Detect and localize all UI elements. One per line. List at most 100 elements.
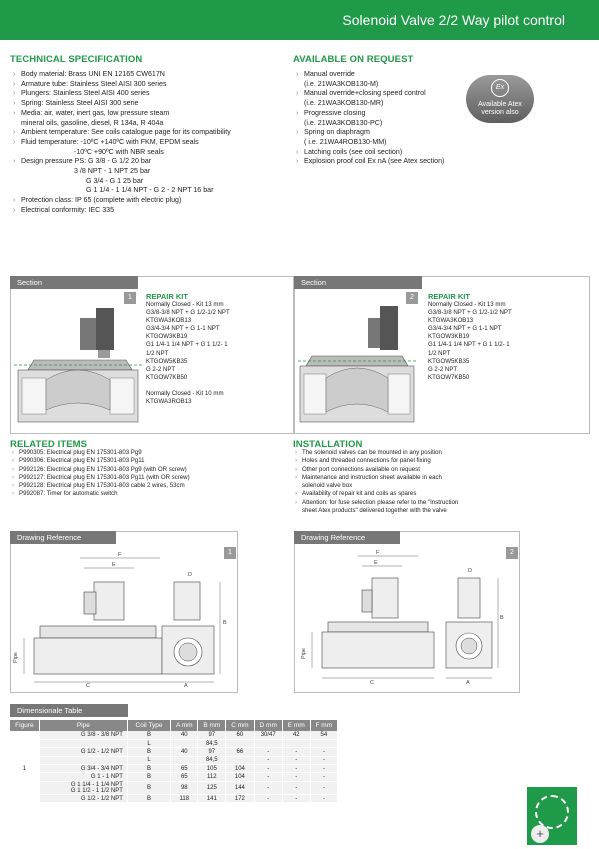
installation-item: Availability of repair kit and coils as … (294, 490, 584, 499)
tech-spec-item: Protection class: IP 65 (complete with e… (12, 196, 287, 206)
dim-cell-coil: B (127, 794, 172, 804)
dim-figure-cell (10, 781, 40, 795)
tech-spec-title: TECHNICAL SPECIFICATION (10, 54, 143, 65)
header-bar: Solenoid Valve 2/2 Way pilot control (0, 0, 599, 40)
dim-cell-a: 40 (170, 747, 199, 757)
related-item: P992128: Electrical plug EN 175301-803 c… (11, 482, 281, 491)
dim-cell-f: - (310, 764, 339, 774)
drawing2-dim-b: B (500, 615, 504, 621)
repair-kit-line: Normally Closed - Kit 10 mm (146, 390, 224, 398)
repair-kit-line: KTGWA3KOB13 (428, 317, 474, 325)
on-request-item: (i.e. 21WA3KOB130-M) (304, 79, 379, 88)
drawing-panel-2 (294, 531, 520, 693)
repair-kit-line: 1/2 NPT (146, 349, 169, 357)
on-request-item: (i.e. 21WA3KOB130-MR) (304, 99, 384, 108)
repair-kit-line: G 2-2 NPT (428, 365, 458, 373)
dim-cell-coil: B (127, 764, 172, 774)
repair-kit-line: KTGOW3KB19 (428, 333, 470, 341)
dim-cell-f: - (310, 747, 339, 757)
dim-pipe-text: G 3/4 - 3/4 NPT (80, 765, 123, 772)
dim-cell-e: - (282, 756, 311, 766)
dim-cell-f: - (310, 756, 339, 766)
dim-cell-e: 42 (282, 731, 311, 740)
atex-badge-icon: Ex Available Atex version also (466, 75, 534, 123)
dim-pipe-text: G 1 - 1 NPT (90, 774, 123, 781)
dim-cell-d: - (254, 756, 283, 766)
installation-item: solenoid valve box (302, 482, 353, 490)
section-number-2: 2 (406, 292, 418, 304)
drawing1-dim-a: A (184, 683, 188, 689)
dim-cell-c: 104 (225, 772, 255, 782)
dim-figure-cell (10, 794, 40, 804)
dim-pipe-cell (39, 739, 128, 749)
dim-figure-cell (10, 731, 40, 740)
tech-spec-item: Spring: Stainless Steel AISI 300 serie (12, 99, 287, 109)
on-request-item: Explosion proof coil Ex nA (see Atex sec… (295, 157, 465, 167)
dim-cell-d: - (254, 747, 283, 757)
dim-table-label: Dimensionale Table (10, 704, 128, 717)
plus-icon[interactable]: + (531, 825, 549, 843)
on-request-item: (i.e. 21WA3KOB130-PC) (304, 118, 383, 127)
atex-badge-line2: version also (481, 109, 519, 116)
related-item: P992126: Electrical plug EN 175301-803 P… (11, 466, 281, 475)
repair-kit-line (146, 382, 286, 390)
dim-table-header-cell: A mm (170, 720, 199, 731)
dim-cell-b: 97 (197, 747, 227, 757)
tech-spec-item: mineral oils, gasoline, diesel, R 134a, … (21, 118, 164, 127)
dim-cell-coil: L (127, 739, 172, 749)
atex-badge-line1: Available Atex (478, 101, 522, 108)
repair-kit-line: KTGOW5KB35 (146, 357, 188, 365)
section-panel-2 (294, 276, 590, 434)
repair-kit-line: G1 1/4-1 1/4 NPT + G 1 1/2- 1 (146, 341, 228, 349)
dim-figure-cell: 1 (10, 764, 40, 774)
dim-cell-c: 66 (225, 747, 255, 757)
dim-cell-coil: B (127, 747, 172, 757)
dim-cell-coil: B (127, 772, 172, 782)
dim-cell-e (282, 739, 311, 749)
drawing1-dim-d: D (188, 572, 192, 578)
dim-cell-d: - (254, 781, 283, 795)
dim-cell-d (254, 739, 283, 749)
dim-cell-c (225, 739, 255, 749)
repair-kit-title-2: REPAIR KIT (428, 292, 470, 301)
dim-cell-a: 118 (170, 794, 199, 804)
tech-spec-item: 3 /8 NPT - 1 NPT 25 bar (74, 167, 151, 176)
dim-cell-e: - (282, 781, 311, 795)
related-items-list: P990305: Electrical plug EN 175301-803 P… (11, 449, 281, 499)
repair-kit-line: KTGWA3KOB13 (146, 317, 192, 325)
dim-cell-a: 65 (170, 764, 199, 774)
on-request-item: Progressive closing (295, 109, 465, 119)
drawing1-dim-c: C (86, 683, 90, 689)
company-logo-icon: + (527, 787, 577, 845)
on-request-item: Spring on diaphragm (295, 128, 465, 138)
drawing1-dim-b: B (223, 620, 227, 626)
dim-figure-cell (10, 772, 40, 782)
dim-cell-b: 84,5 (197, 739, 227, 749)
valve-section-1-drawing (14, 308, 142, 423)
dim-table-header-cell: Pipe (39, 720, 128, 731)
drawing-reference-2 (311, 555, 499, 679)
tech-spec-item: Design pressure PS: G 3/8 - G 1/2 20 bar (12, 157, 287, 167)
dim-figure-cell (10, 756, 40, 766)
repair-kit-line: G3/4-3/4 NPT + G 1-1 NPT (428, 325, 502, 333)
drawing-panel-1 (10, 531, 238, 693)
installation-item: Other port connections available on requ… (294, 466, 584, 475)
dim-table-header-cell: F mm (310, 720, 339, 731)
dim-cell-coil: B (127, 781, 172, 795)
drawing1-dim-pipe: Pipe (13, 652, 19, 664)
dim-cell-c (225, 756, 255, 766)
tech-spec-item: G 1 1/4 - 1 1/4 NPT - G 2 - 2 NPT 16 bar (86, 186, 214, 195)
tech-spec-item: Ambient temperature: See coils catalogue… (12, 128, 287, 138)
drawing-number-2: 2 (506, 547, 518, 559)
drawing2-dim-c: C (370, 680, 374, 686)
dim-cell-e: - (282, 764, 311, 774)
dim-cell-f: 54 (310, 731, 339, 740)
dim-cell-d: - (254, 794, 283, 804)
